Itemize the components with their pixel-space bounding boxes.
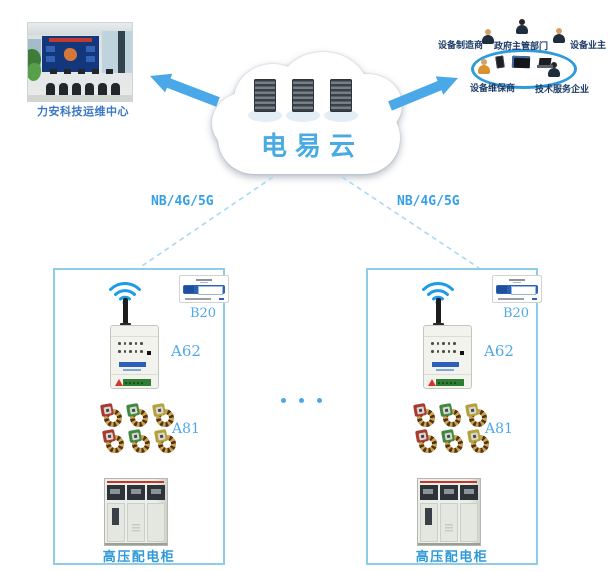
collector-device <box>110 325 159 389</box>
gateway-display <box>496 285 538 295</box>
collector-nameplate <box>119 362 146 367</box>
panel-left: B20 A62 A81 <box>53 268 229 565</box>
tablet-icon <box>511 55 531 69</box>
person-icon <box>548 62 560 78</box>
photo-desks <box>32 73 132 83</box>
nb-link-label-left: NB/4G/5G <box>151 194 214 209</box>
ct-sensor <box>126 403 151 428</box>
sensor-label: A81 <box>485 421 513 437</box>
collector-label: A62 <box>171 342 201 360</box>
photo-right-wall <box>102 31 132 73</box>
operations-center-photo <box>27 22 133 102</box>
video-wall-map <box>63 47 78 62</box>
warning-icon <box>428 379 436 386</box>
collector-device <box>423 325 472 389</box>
gateway-device <box>179 275 229 303</box>
photo-video-wall <box>42 36 99 72</box>
switchgear-cabinet <box>104 478 168 546</box>
terminal-block <box>436 379 464 386</box>
video-wall-banner <box>48 38 93 42</box>
stakeholder-label-manufacturer: 设备制造商 <box>438 40 484 50</box>
terminal-block <box>123 379 151 386</box>
person-icon <box>478 59 490 75</box>
antenna-icon <box>436 298 441 328</box>
ct-sensor <box>413 403 438 428</box>
phone-icon <box>495 55 505 69</box>
stakeholder-label-maintainer: 设备维保商 <box>470 83 516 93</box>
dashed-link-left <box>138 176 274 269</box>
laptop-icon <box>537 58 553 68</box>
ct-sensor <box>154 429 179 454</box>
person-icon <box>516 19 528 35</box>
stakeholder-ellipse <box>471 49 577 89</box>
ct-sensor <box>465 403 490 428</box>
ct-sensor <box>441 429 466 454</box>
panel-right: B20 A62 A81 <box>366 268 542 565</box>
gateway-device <box>492 275 542 303</box>
person-icon <box>553 28 565 44</box>
antenna-icon <box>123 298 128 328</box>
server-icon <box>254 79 276 112</box>
ellipsis-dot <box>317 398 322 403</box>
server-cloud-puff <box>324 109 358 122</box>
ct-sensor <box>415 429 440 454</box>
ellipsis-dot <box>281 398 286 403</box>
stakeholder-label-government: 政府主管部门 <box>494 41 549 51</box>
ct-sensor <box>467 429 492 454</box>
ct-sensor <box>152 403 177 428</box>
warning-icon <box>115 379 123 386</box>
cabinet-label: 高压配电柜 <box>415 549 489 564</box>
sensor-label: A81 <box>172 421 200 437</box>
switchgear-cabinet <box>417 478 481 546</box>
stakeholder-label-owner: 设备业主 <box>570 40 607 50</box>
collector-nameplate <box>432 362 459 367</box>
collector-label: A62 <box>484 342 514 360</box>
cloud <box>212 50 404 178</box>
server-cloud-puff <box>286 109 320 122</box>
photo-pillar <box>118 31 125 75</box>
cloud-title: 电易云 <box>260 131 363 161</box>
stakeholder-label-service: 技术服务企业 <box>535 84 590 94</box>
server-icon <box>292 79 314 112</box>
gateway-label: B20 <box>502 306 530 321</box>
ct-sensor <box>439 403 464 428</box>
server-cloud-puff <box>248 109 282 122</box>
cabinet-label: 高压配电柜 <box>102 549 176 564</box>
ct-sensor <box>128 429 153 454</box>
gateway-label: B20 <box>189 306 217 321</box>
arrow-left-icon <box>150 73 220 107</box>
dashed-link-right <box>341 176 480 269</box>
ct-sensor <box>102 429 127 454</box>
nb-link-label-right: NB/4G/5G <box>397 194 460 209</box>
ellipsis-dot <box>299 398 304 403</box>
gateway-display <box>183 285 225 295</box>
ct-sensor <box>100 403 125 428</box>
server-icon <box>330 79 352 112</box>
person-icon <box>482 29 494 45</box>
operations-center-label: 力安科技运维中心 <box>37 106 129 118</box>
